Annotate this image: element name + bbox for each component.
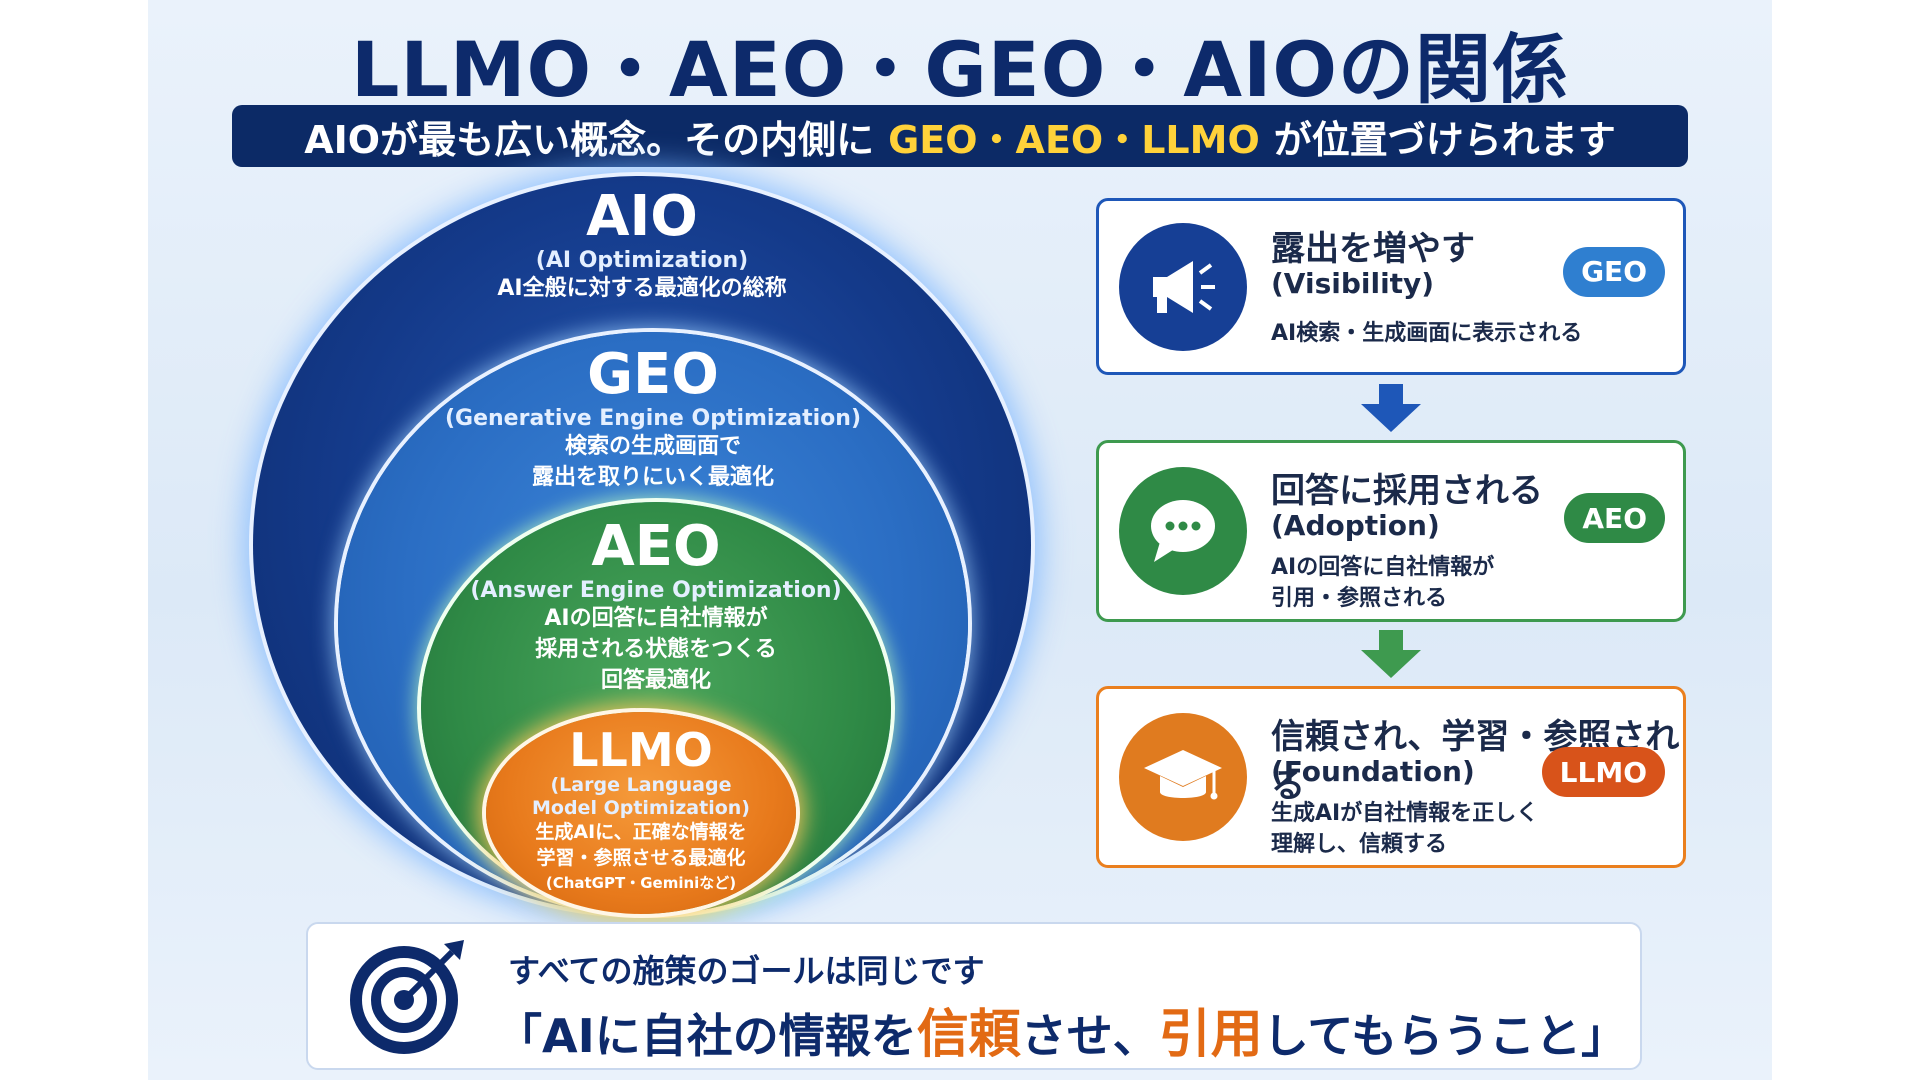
ring-llmo-desc-2: 学習・参照させる最適化 bbox=[536, 846, 746, 869]
ring-geo-en: (Generative Engine Optimization) bbox=[444, 405, 862, 431]
graduation-cap-icon bbox=[1119, 713, 1247, 841]
card-visibility: 露出を増やす (Visibility) AI検索・生成画面に表示される GEO bbox=[1096, 198, 1686, 375]
goal-open: 「AIに自社の情報を bbox=[496, 1009, 917, 1063]
ring-llmo-name: LLMO bbox=[569, 723, 713, 777]
ring-llmo: LLMO (Large Language Model Optimization)… bbox=[486, 712, 796, 914]
card-aeo-en: (Adoption) bbox=[1271, 509, 1440, 542]
subtitle-highlight: GEO・AEO・LLMO bbox=[888, 117, 1260, 162]
badge-llmo: LLMO bbox=[1541, 747, 1665, 797]
ring-geo-desc-2: 露出を取りにいく最適化 bbox=[531, 465, 774, 491]
subtitle-post: が位置づけられます bbox=[1273, 117, 1616, 162]
card-llmo-desc-2: 理解し、信頼する bbox=[1271, 831, 1448, 857]
card-llmo-desc: 生成AIが自社情報を正しく 理解し、信頼する bbox=[1271, 799, 1561, 861]
card-geo-title: 露出を増やす bbox=[1271, 229, 1475, 269]
ring-aeo-desc-1: AIの回答に自社情報が bbox=[544, 606, 768, 632]
page-title: LLMO・AEO・GEO・AIOの関係 bbox=[350, 25, 1570, 114]
subtitle-pre: AIOが最も広い概念。その内側に bbox=[304, 117, 875, 162]
goal-box: すべての施策のゴールは同じです 「AIに自社の情報を信頼させ、引用してもらうこと… bbox=[306, 922, 1642, 1070]
card-aeo-desc-1: AIの回答に自社情報が bbox=[1271, 555, 1495, 580]
ring-aio-desc: AI全般に対する最適化の総称 bbox=[497, 276, 787, 302]
card-geo-desc: AI検索・生成画面に表示される bbox=[1271, 321, 1583, 346]
subtitle-banner: AIOが最も広い概念。その内側に GEO・AEO・LLMO が位置づけられます bbox=[232, 105, 1688, 167]
goal-close: してもらうこと」 bbox=[1262, 1009, 1628, 1063]
megaphone-icon bbox=[1119, 222, 1247, 351]
ring-llmo-en-1: (Large Language bbox=[550, 774, 732, 797]
target-icon bbox=[350, 940, 464, 1054]
arrow-down-icon bbox=[1361, 384, 1421, 432]
ring-geo-desc-1: 検索の生成画面で bbox=[564, 434, 741, 460]
card-aeo-title: 回答に採用される bbox=[1271, 471, 1543, 511]
ring-aeo-desc-3: 回答最適化 bbox=[600, 667, 711, 693]
goal-cite: 引用 bbox=[1158, 1005, 1263, 1065]
arrow-down-icon bbox=[1361, 630, 1421, 678]
card-aeo-desc-2: 引用・参照される bbox=[1271, 585, 1448, 611]
infographic: LLMO・AEO・GEO・AIOの関係 AIOが最も広い概念。その内側に GEO… bbox=[148, 0, 1772, 1080]
ring-aeo-en: (Answer Engine Optimization) bbox=[470, 577, 842, 603]
goal-lead: すべての施策のゴールは同じです bbox=[508, 952, 985, 990]
ring-llmo-en-2: Model Optimization) bbox=[532, 797, 750, 820]
card-foundation: 信頼され、学習・参照される (Foundation) 生成AIが自社情報を正しく… bbox=[1096, 686, 1686, 868]
ring-aio-en: (AI Optimization) bbox=[535, 247, 749, 273]
goal-mid: させ、 bbox=[1020, 1009, 1159, 1063]
ring-aeo-desc-2: 採用される状態をつくる bbox=[535, 637, 777, 663]
ring-aeo-name: AEO bbox=[591, 514, 721, 579]
ring-geo-name: GEO bbox=[587, 342, 719, 407]
card-geo-en: (Visibility) bbox=[1271, 267, 1435, 300]
card-llmo-desc-1: 生成AIが自社情報を正しく bbox=[1271, 801, 1539, 826]
ring-llmo-desc-1: 生成AIに、正確な情報を bbox=[535, 820, 747, 843]
badge-geo: GEO bbox=[1563, 246, 1665, 297]
ring-llmo-note: (ChatGPT・Geminiなど) bbox=[545, 874, 737, 893]
goal-trust: 信頼 bbox=[916, 1005, 1021, 1065]
card-adoption: 回答に採用される (Adoption) AIの回答に自社情報が 引用・参照される… bbox=[1096, 440, 1686, 622]
badge-aeo: AEO bbox=[1564, 493, 1665, 543]
ring-aio-name: AIO bbox=[586, 184, 698, 249]
card-aeo-desc: AIの回答に自社情報が 引用・参照される bbox=[1271, 553, 1561, 615]
goal-statement: 「AIに自社の情報を信頼させ、引用してもらうこと」 bbox=[496, 992, 1627, 1067]
card-llmo-en: (Foundation) bbox=[1271, 755, 1475, 788]
chat-bubble-icon bbox=[1119, 467, 1247, 595]
